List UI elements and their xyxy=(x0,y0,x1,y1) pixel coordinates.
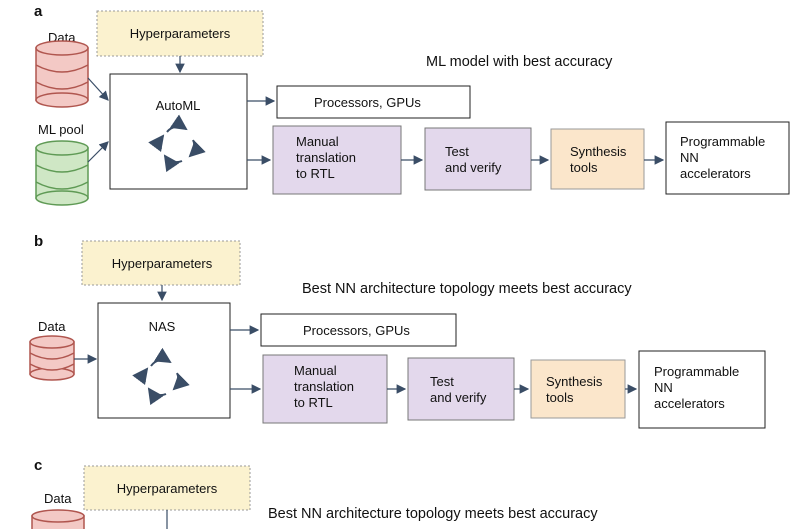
panel-a-synthesis-line2: tools xyxy=(570,160,598,175)
panel-a-ml-pool-label: ML pool xyxy=(38,122,84,137)
panel-a-test-line1: Test xyxy=(445,144,469,159)
panel-a-ml-pool-database-icon xyxy=(35,140,89,206)
panel-a-programmable-line2: NN xyxy=(680,150,699,165)
panel-a-mlpool-arrow xyxy=(87,141,109,163)
panel-b-processors-label: Processors, GPUs xyxy=(303,323,410,338)
panel-b-synthesis-line2: tools xyxy=(546,390,574,405)
panel-a-programmable-line1: Programmable xyxy=(680,134,765,149)
panel-c-hyperparameters-box xyxy=(83,465,251,511)
panel-a-automl-box xyxy=(109,73,248,190)
panel-a-manual-line1: Manual xyxy=(296,134,339,149)
panel-a-test-box xyxy=(424,127,532,191)
panel-c-data-label: Data xyxy=(44,491,72,506)
panel-b-data-database-icon xyxy=(29,335,75,381)
panel-a-manual-line3: to RTL xyxy=(296,166,335,181)
panel-a: a Data ML pool Hyperparameters AutoML xyxy=(34,3,790,206)
panel-b-data-label: Data xyxy=(38,319,66,334)
panel-b-test-line2: and verify xyxy=(430,390,487,405)
panel-a-synthesis-line1: Synthesis xyxy=(570,144,627,159)
panel-b-hyperparameters-label: Hyperparameters xyxy=(112,256,213,271)
panel-c-letter: c xyxy=(34,457,42,474)
panel-b-programmable-box xyxy=(638,350,766,429)
panel-a-result-text: ML model with best accuracy xyxy=(426,54,613,70)
panel-a-cycle-icon xyxy=(148,114,206,173)
panel-a-programmable-line3: accelerators xyxy=(680,166,751,181)
panel-b-test-line1: Test xyxy=(430,374,454,389)
panel-b-programmable-line2: NN xyxy=(654,380,673,395)
panel-a-processors-box xyxy=(276,85,471,119)
panel-b-synthesis-box xyxy=(530,359,626,419)
panel-a-letter: a xyxy=(34,3,43,20)
panel-b-test-box xyxy=(407,357,515,421)
panel-b-manual-box xyxy=(262,354,388,424)
panel-b-cycle-icon xyxy=(132,347,190,406)
panel-a-processors-label: Processors, GPUs xyxy=(314,95,421,110)
panel-c-result-text: Best NN architecture topology meets best… xyxy=(268,506,598,522)
panel-b-hyperparameters-box xyxy=(81,240,241,286)
panel-a-test-line2: and verify xyxy=(445,160,502,175)
panel-a-hyperparameters-label: Hyperparameters xyxy=(130,26,231,41)
panel-b-result-text: Best NN architecture topology meets best… xyxy=(302,281,632,297)
panel-c-data-database-icon xyxy=(31,509,85,529)
panel-a-hyperparameters-box xyxy=(96,10,264,57)
panel-a-data-database-icon xyxy=(35,40,89,108)
panel-a-automl-label: AutoML xyxy=(156,98,201,113)
panel-b-manual-line2: translation xyxy=(294,379,354,394)
panel-b-nas-label: NAS xyxy=(149,319,176,334)
panel-a-data-arrow xyxy=(87,77,109,101)
panel-b-synthesis-line1: Synthesis xyxy=(546,374,603,389)
panel-a-synthesis-box xyxy=(550,128,645,190)
panel-b-programmable-line3: accelerators xyxy=(654,396,725,411)
panel-b: b Data Hyperparameters NAS Best NN archi… xyxy=(29,233,766,429)
panel-a-programmable-box xyxy=(665,121,790,195)
panel-b-letter: b xyxy=(34,233,43,250)
panel-b-programmable-line1: Programmable xyxy=(654,364,739,379)
panel-b-processors-box xyxy=(260,313,457,347)
panel-a-manual-line2: translation xyxy=(296,150,356,165)
panel-c-hyperparameters-label: Hyperparameters xyxy=(117,481,218,496)
panel-b-manual-line3: to RTL xyxy=(294,395,333,410)
panel-b-manual-line1: Manual xyxy=(294,363,337,378)
panel-c: c Data Hyperparameters Best NN architect… xyxy=(31,457,598,529)
